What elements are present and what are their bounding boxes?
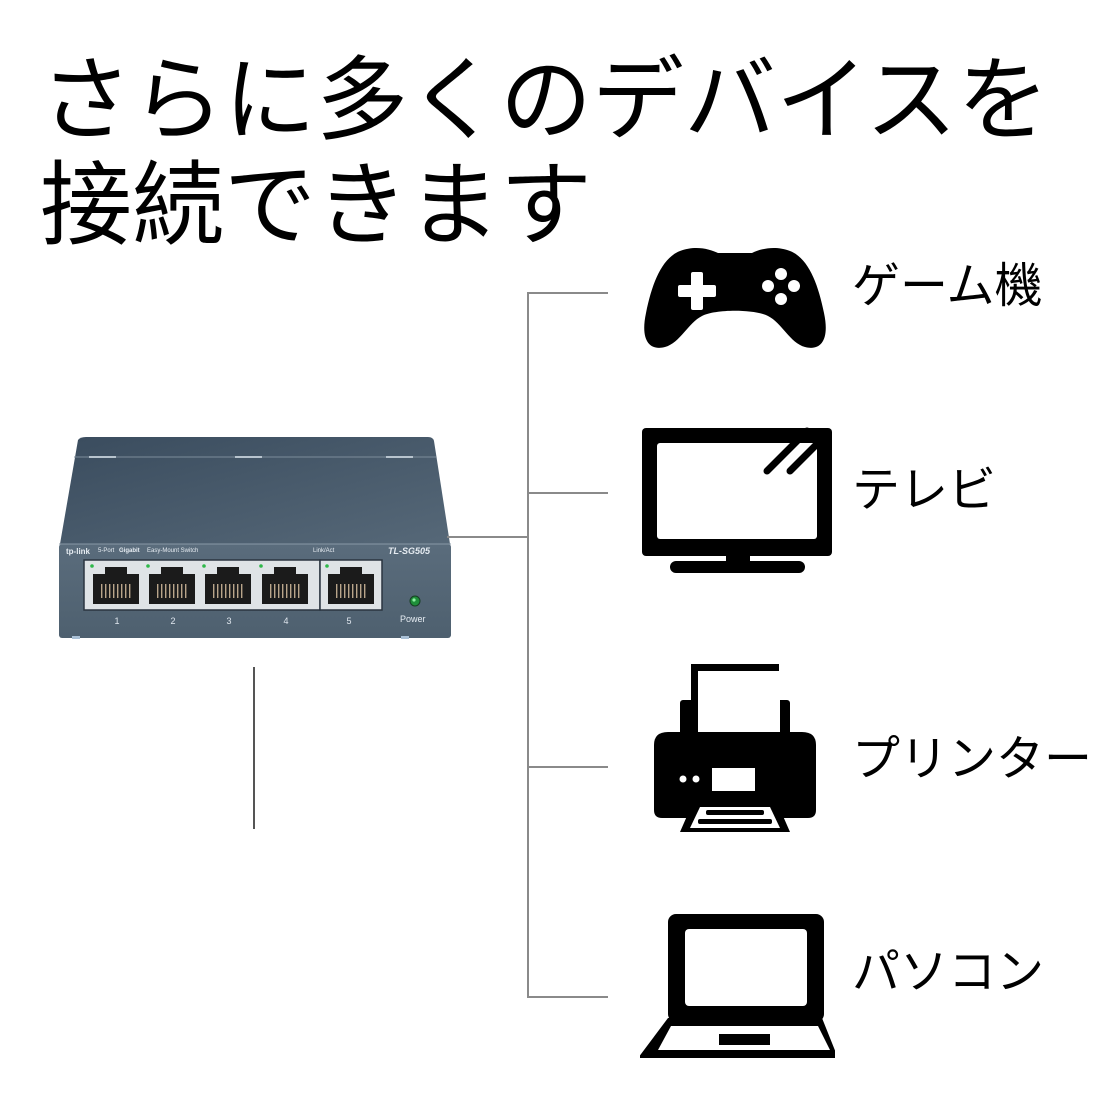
headline-line-2: 接続できます	[40, 152, 593, 259]
switch-description-prefix: 5-Port	[98, 548, 115, 554]
trunk-line	[527, 292, 529, 998]
device-label-game: ゲーム機	[852, 258, 1043, 314]
port-led	[325, 564, 329, 568]
ethernet-port	[90, 564, 139, 604]
ethernet-ports	[90, 564, 374, 604]
switch-description-suffix: Easy-Mount Switch	[147, 548, 199, 554]
ethernet-port	[259, 564, 308, 604]
link-act-label: Link/Act	[313, 548, 335, 554]
port-number: 3	[226, 616, 232, 626]
model-label: TL-SG505	[388, 546, 431, 556]
port-number: 2	[170, 616, 176, 626]
printer-icon	[654, 664, 816, 832]
ethernet-port	[146, 564, 195, 604]
headline-line-1: さらに多くのデバイスを	[40, 47, 1050, 154]
tv-icon	[642, 427, 832, 573]
device-label-tv: テレビ	[852, 462, 997, 518]
device-label-pc: パソコン	[852, 944, 1045, 1000]
port-led	[146, 564, 150, 568]
divider-line	[253, 667, 255, 829]
port-number: 1	[114, 616, 120, 626]
port-number: 4	[283, 616, 289, 626]
switch-connector-line	[447, 536, 529, 538]
power-label: Power	[400, 614, 426, 624]
switch-body	[59, 437, 451, 639]
port-number: 5	[346, 616, 352, 626]
ethernet-port	[325, 564, 374, 604]
branch-line-printer	[527, 766, 608, 768]
switch-description-bold: Gigabit	[119, 548, 140, 554]
gamepad-icon	[644, 247, 826, 348]
branch-line-game	[527, 292, 608, 294]
ethernet-port	[202, 564, 251, 604]
branch-line-tv	[527, 492, 608, 494]
branch-line-pc	[527, 996, 608, 998]
port-led	[259, 564, 263, 568]
port-led	[90, 564, 94, 568]
device-label-printer: プリンター	[852, 731, 1093, 787]
laptop-icon	[640, 914, 835, 1058]
network-switch: tp-link 5-Port Gigabit Easy-Mount Switch…	[58, 432, 452, 642]
port-led	[202, 564, 206, 568]
brand-logo: tp-link	[66, 547, 90, 556]
switch-top-panel	[60, 437, 450, 544]
